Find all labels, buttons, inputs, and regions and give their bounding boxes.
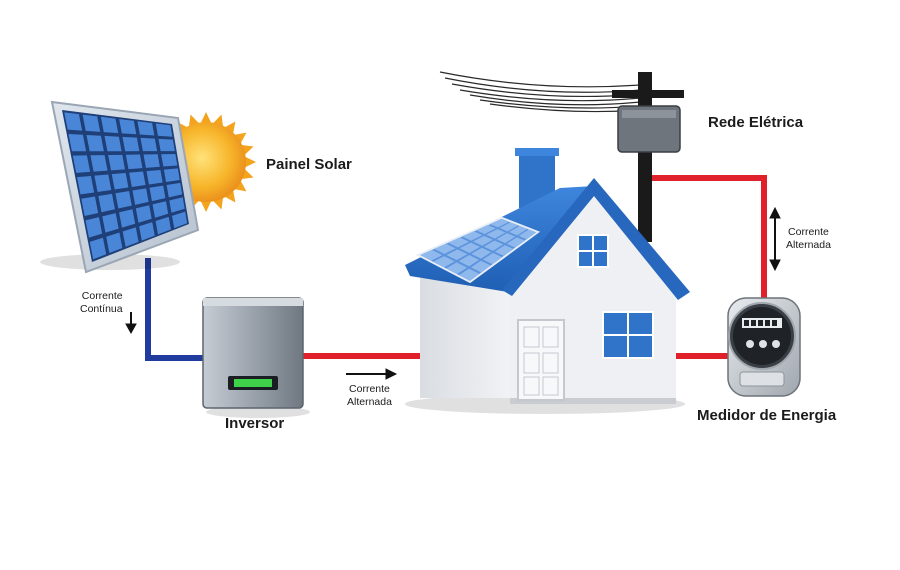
ac-current-grid-label: Corrente Alternada (786, 226, 831, 252)
house-icon (405, 148, 690, 414)
inverter-icon (202, 297, 310, 418)
grid-label: Rede Elétrica (708, 114, 804, 131)
ac-current-grid-line2: Alternada (786, 239, 831, 251)
ac-wire-pole-meter (646, 175, 767, 300)
arrow-down-icon (125, 312, 137, 335)
ac-current-house-label: Corrente Alternada (347, 383, 392, 409)
arrow-bidirectional-icon (769, 206, 781, 272)
ac-current-house-line2: Alternada (347, 396, 392, 408)
utility-pole-icon (439, 71, 684, 242)
dc-current-label: Corrente Contínua (80, 290, 123, 316)
solar-panel-icon (40, 100, 200, 274)
dc-current-line2: Contínua (80, 303, 123, 315)
arrow-right-icon (346, 368, 398, 380)
energy-meter-icon (727, 297, 801, 397)
meter-label: Medidor de Energia (697, 407, 837, 424)
dc-wire (145, 258, 212, 361)
solar-panel-label: Painel Solar (266, 156, 352, 173)
dc-current-line1: Corrente (81, 290, 123, 302)
ac-current-grid-line1: Corrente (788, 226, 829, 238)
inverter-label: Inversor (225, 415, 285, 432)
ac-current-house-line1: Corrente (349, 383, 390, 395)
